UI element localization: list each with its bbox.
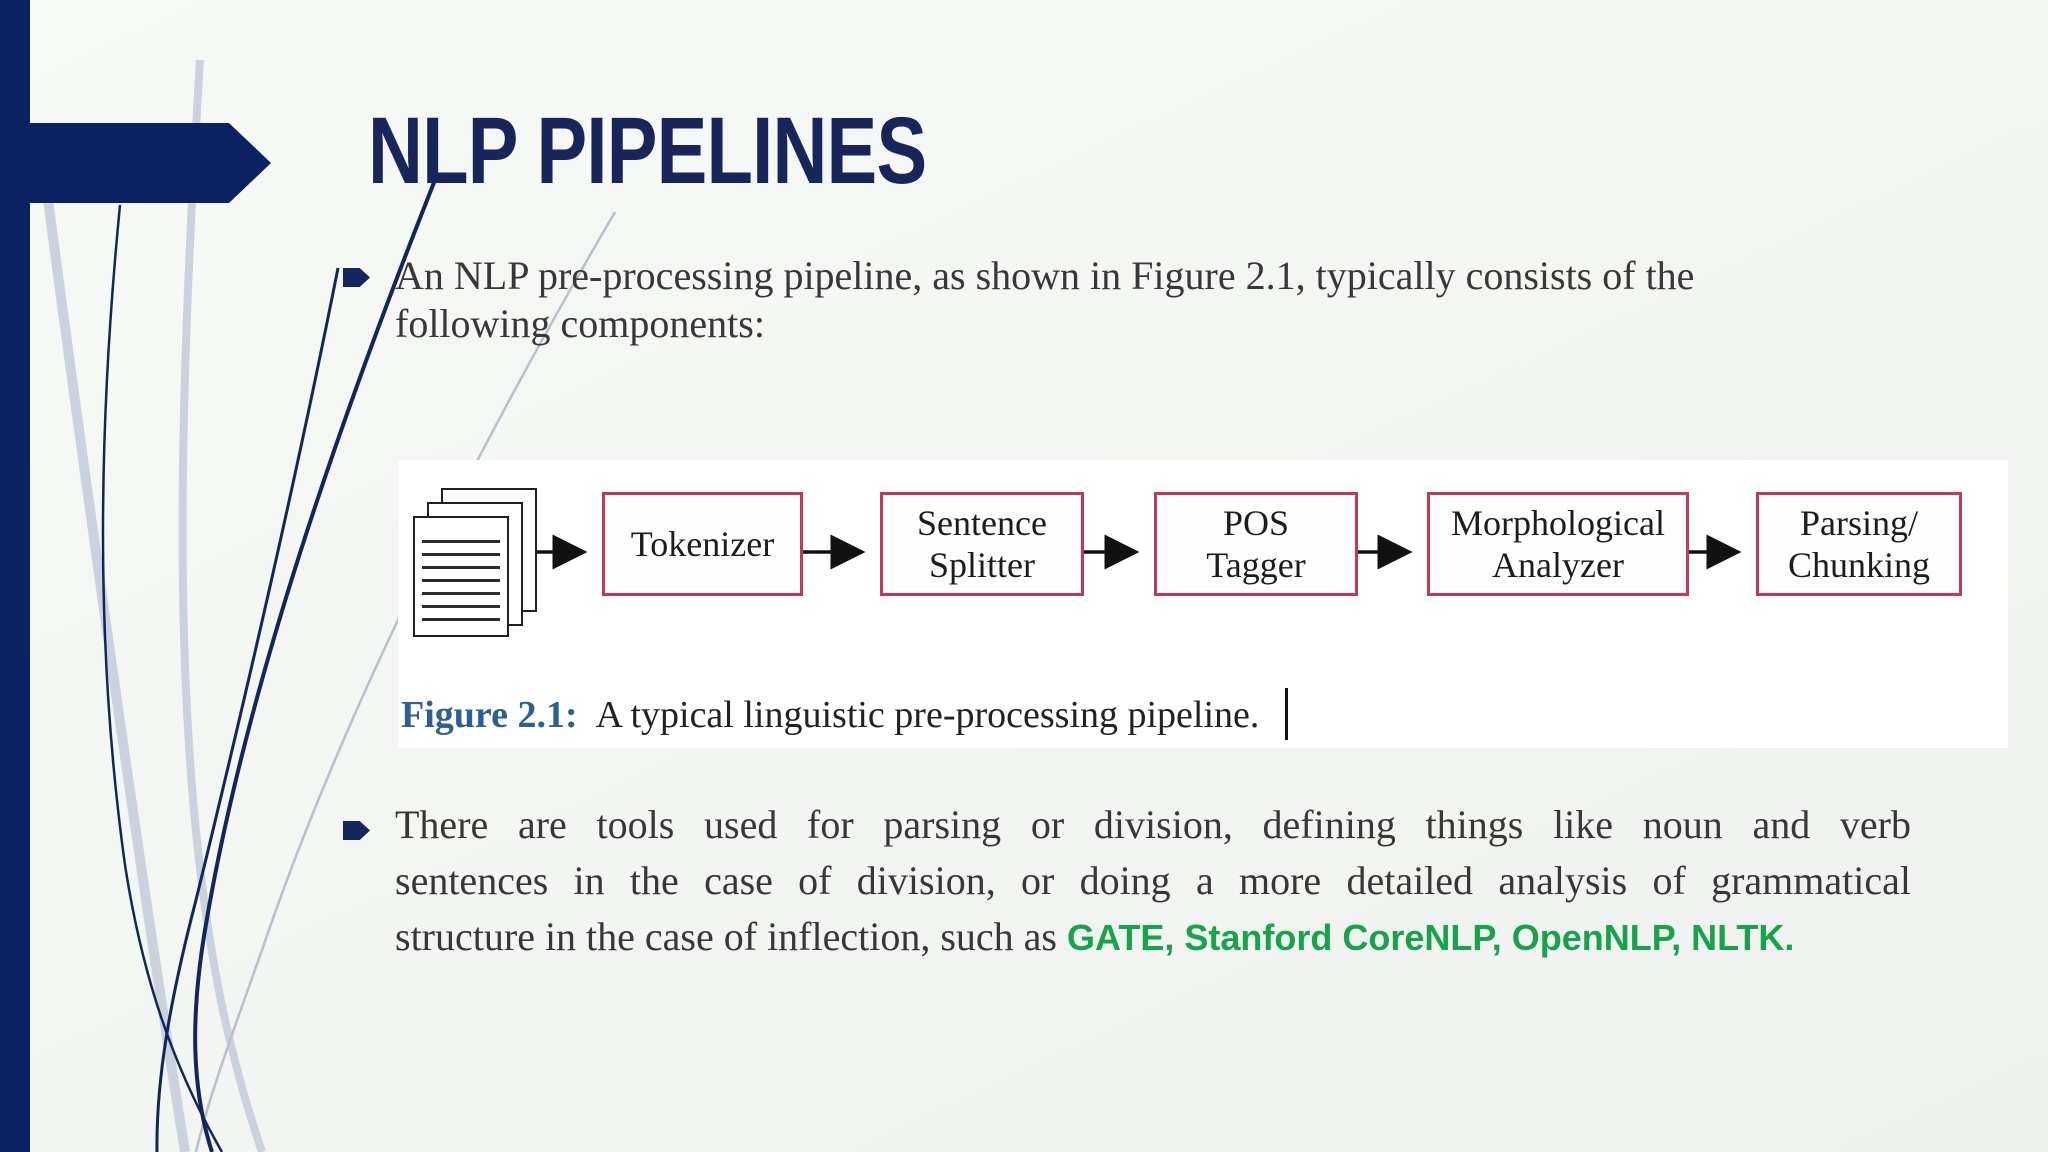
pipeline-box-tokenizer: Tokenizer (602, 492, 803, 596)
pipeline-box-morphological-analyzer: Morphological Analyzer (1427, 492, 1689, 596)
bullet-1-text: An NLP pre-processing pipeline, as shown… (395, 252, 1911, 348)
document-page (413, 516, 509, 637)
bullet-2-line-2: sentences in the case of division, or do… (395, 858, 1911, 903)
bullet-2-line-3: structure in the case of inflection, suc… (395, 909, 1911, 966)
pipeline-box-label: Sentence Splitter (917, 503, 1047, 585)
text-cursor (1285, 688, 1288, 740)
page-title: NLP PIPELINES (368, 98, 927, 204)
bullet-marker-icon (343, 821, 370, 840)
pipeline-box-label: Morphological Analyzer (1451, 503, 1665, 585)
bullet-2-text: There are tools used for parsing or divi… (395, 797, 1911, 966)
document-text-lines (422, 530, 500, 629)
bullet-1-line-1: An NLP pre-processing pipeline, as shown… (395, 253, 1695, 298)
figure-caption: Figure 2.1: A typical linguistic pre-proc… (401, 693, 1259, 737)
pipeline-box-pos-tagger: POS Tagger (1154, 492, 1358, 596)
bullet-1-line-2: following components: (395, 301, 765, 346)
figure-caption-text: A typical linguistic pre-processing pipe… (595, 694, 1260, 736)
pipeline-box-label: POS Tagger (1206, 503, 1306, 585)
bullet-marker-icon (343, 268, 370, 287)
figure-2-1-diagram: Tokenizer Sentence Splitter POS Tagger M… (398, 460, 2008, 748)
bullet-2-line-3-prefix: structure in the case of inflection, suc… (395, 914, 1067, 959)
pipeline-box-label: Tokenizer (630, 524, 775, 564)
flow-arrows (537, 534, 1742, 570)
pipeline-box-label: Parsing/ Chunking (1787, 503, 1930, 585)
nlp-tools-highlight: GATE, Stanford CoreNLP, OpenNLP, NLTK. (1067, 917, 1795, 958)
pipeline-box-parsing-chunking: Parsing/ Chunking (1756, 492, 1962, 596)
title-arrow-shape (0, 123, 271, 203)
bullet-2-line-1: There are tools used for parsing or divi… (395, 802, 1911, 847)
pipeline-box-sentence-splitter: Sentence Splitter (880, 492, 1084, 596)
figure-caption-label: Figure 2.1: (401, 694, 578, 736)
